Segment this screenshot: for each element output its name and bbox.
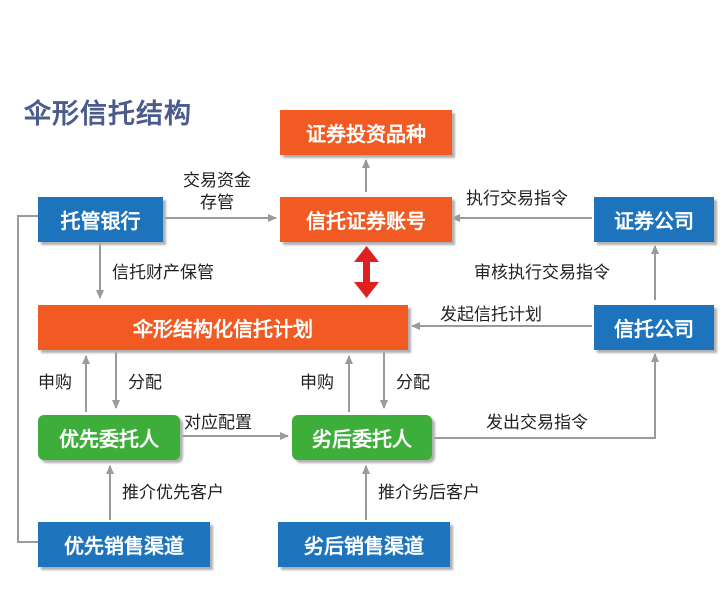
label-trade-funds-line1: 交易资金 [183, 171, 251, 191]
arrow-issue-orders [434, 353, 659, 439]
line-left-loop [17, 215, 38, 543]
node-securities-product: 证券投资品种 [280, 110, 452, 155]
label-trade-funds: 交易资金 存管 [175, 170, 259, 214]
label-recommend-priority: 推介优先客户 [122, 483, 224, 503]
label-trust-custody: 信托财产保管 [112, 263, 214, 283]
node-priority-trustee: 优先委托人 [38, 415, 180, 460]
page-title: 伞形信托结构 [24, 99, 192, 130]
label-review-orders: 审核执行交易指令 [474, 263, 610, 283]
label-issue-orders: 发出交易指令 [486, 413, 588, 433]
node-umbrella-plan: 伞形结构化信托计划 [38, 305, 408, 350]
node-inferior-trustee: 劣后委托人 [292, 415, 432, 460]
label-matching: 对应配置 [184, 413, 252, 433]
label-distribute-left: 分配 [128, 373, 162, 393]
label-initiate-plan: 发起信托计划 [440, 305, 542, 325]
node-securities-company: 证券公司 [594, 197, 714, 242]
double-arrow-icon [354, 246, 379, 298]
label-trade-funds-line2: 存管 [200, 193, 234, 213]
node-trust-company: 信托公司 [594, 305, 714, 350]
node-custodian-bank: 托管银行 [38, 197, 163, 242]
label-subscribe-left: 申购 [38, 373, 72, 393]
node-trust-account: 信托证券账号 [280, 197, 452, 242]
label-execute-orders: 执行交易指令 [466, 189, 568, 209]
label-recommend-inferior: 推介劣后客户 [378, 483, 480, 503]
node-inferior-channel: 劣后销售渠道 [278, 522, 450, 567]
label-subscribe-mid: 申购 [300, 373, 334, 393]
label-distribute-mid: 分配 [396, 373, 430, 393]
node-priority-channel: 优先销售渠道 [38, 522, 210, 567]
